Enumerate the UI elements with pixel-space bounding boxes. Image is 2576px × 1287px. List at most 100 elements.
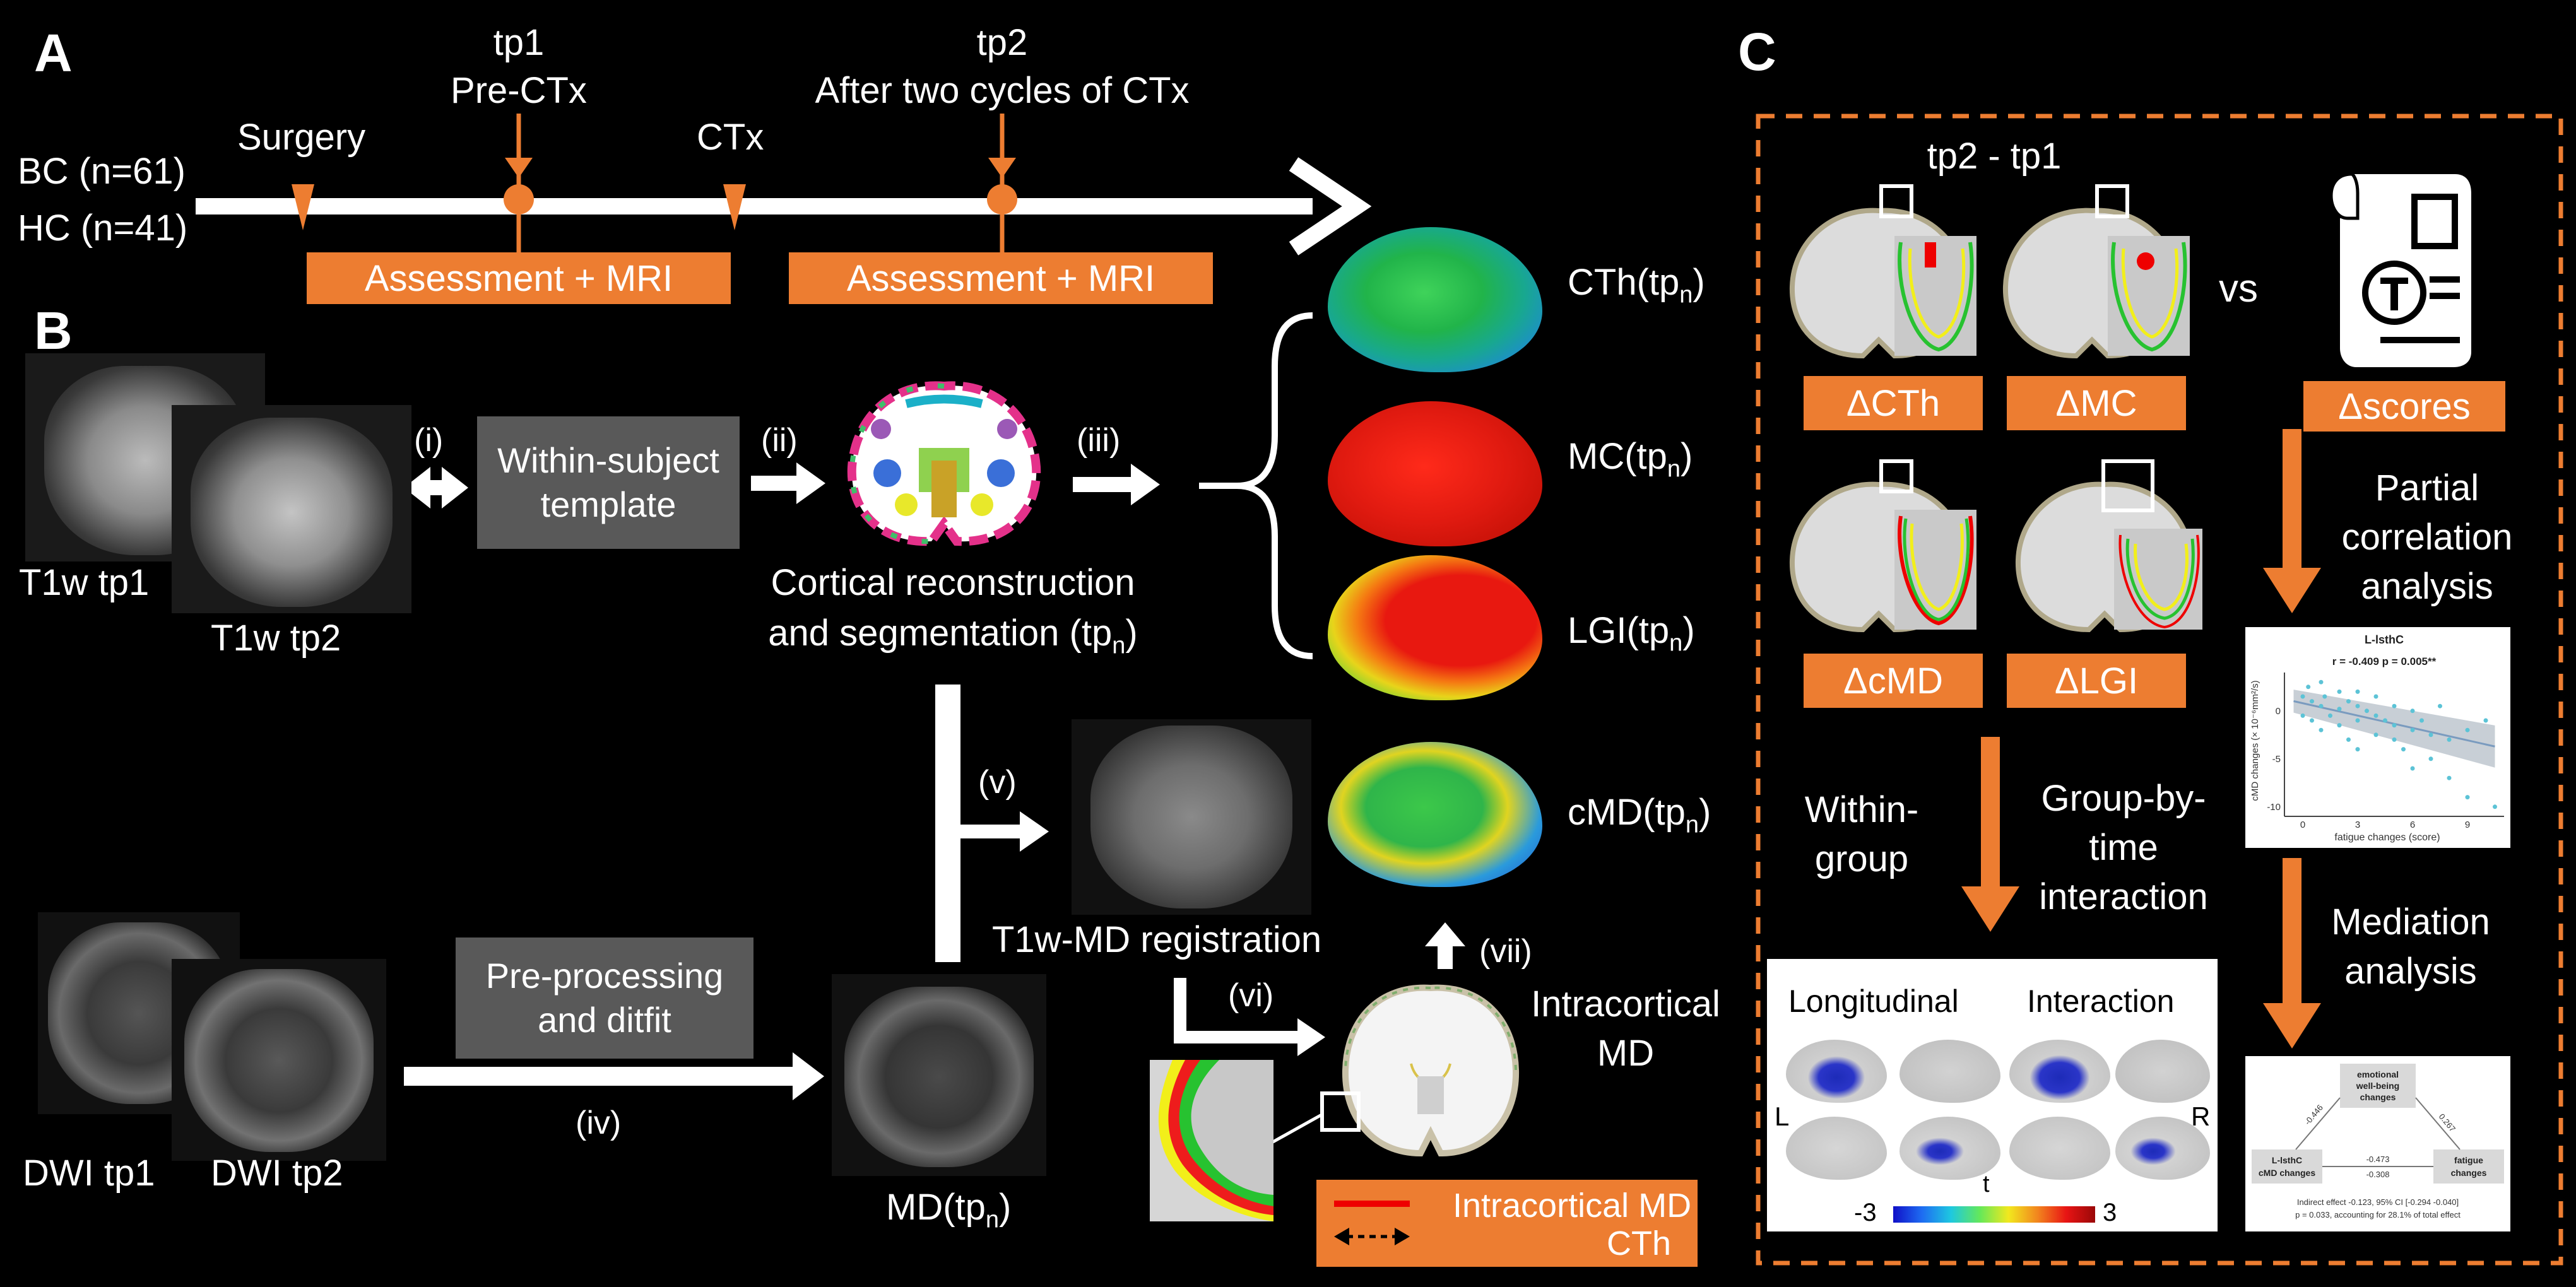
step-vi-label: (vi) — [1228, 977, 1274, 1014]
step-vii-head — [1425, 922, 1465, 946]
measure-mc-label: MC(tpn) — [1568, 435, 1693, 483]
panel-label-c: C — [1738, 22, 1776, 81]
partial-line1: Partial — [2375, 467, 2479, 508]
diff-title: tp2 - tp1 — [1927, 136, 2062, 177]
scatter-point — [2392, 723, 2397, 728]
brain-cmd-render — [1328, 742, 1542, 887]
map-int-medial-left — [2009, 1117, 2110, 1180]
a-path-value: -0.446 — [2303, 1103, 2325, 1127]
mediation-note1: Indirect effect -0.123, 95% CI [-0.294 -… — [2297, 1197, 2459, 1207]
scatter-point — [2355, 747, 2360, 752]
assessment-box-1: Assessment + MRI — [307, 252, 731, 304]
scatter-point — [2300, 694, 2305, 699]
y-node — [2433, 1149, 2504, 1184]
dwi-tp1-label: DWI tp1 — [23, 1153, 155, 1194]
delta-scores-box: Δscores — [2303, 381, 2505, 432]
tp1-subtitle: Pre-CTx — [451, 70, 587, 111]
measure-cth-sub: n — [1679, 281, 1693, 309]
map-long-lateral-left — [1786, 1040, 1887, 1103]
delta-cmd-box: ΔcMD — [1804, 654, 1983, 708]
tp1-arrowhead — [505, 158, 533, 178]
a-path-arrow — [2295, 1097, 2341, 1150]
measure-cth-end: ) — [1693, 262, 1705, 303]
scatter-xtick: 6 — [2410, 820, 2415, 830]
scatter-point — [2410, 766, 2415, 771]
colorbar-title: t — [1983, 1171, 1990, 1197]
within-subject-template-box: Within-subject template — [477, 416, 740, 549]
delta-mc-box: ΔMC — [2007, 376, 2186, 430]
step-i-left-head — [404, 467, 430, 508]
thumb-cmd — [1781, 472, 1976, 636]
gbt-line1: Group-by- — [2041, 778, 2206, 819]
zoom-line — [1267, 1112, 1324, 1146]
scatter-point — [2428, 756, 2433, 761]
mediator-line3: changes — [2360, 1092, 2396, 1102]
scatter-ytick: 0 — [2276, 706, 2281, 717]
scatter-point — [2355, 718, 2360, 723]
hemisphere-left-label: L — [1775, 1102, 1790, 1131]
scatter-point — [2373, 694, 2378, 699]
segmentation-image — [843, 379, 1045, 549]
map-long-medial-left — [1786, 1117, 1887, 1180]
mediation-note2: p = 0.033, accounting for 28.1% of total… — [2295, 1210, 2461, 1219]
measure-mc-end: ) — [1681, 436, 1693, 477]
md-image — [844, 987, 1034, 1167]
legend-cth-label: CTh — [1607, 1225, 1672, 1262]
mediation-line1: Mediation — [2331, 902, 2490, 943]
scatter-point — [2322, 694, 2327, 699]
measure-mc-sub: n — [1667, 455, 1681, 483]
measure-cmd-end: ) — [1699, 792, 1711, 833]
x-node-line1: L-lsthC — [2272, 1155, 2302, 1165]
mediation-card: emotional well-being changes L-lsthC cMD… — [2245, 1056, 2510, 1231]
scatter-xtick: 0 — [2300, 820, 2305, 830]
registration-label: T1w-MD registration — [992, 919, 1322, 960]
thumb-mc-roi — [2095, 184, 2129, 218]
t1w-tp2-image — [191, 418, 393, 607]
inset-selection-box — [1320, 1091, 1361, 1132]
measure-cth-label: CTh(tpn) — [1568, 261, 1705, 309]
scatter-point — [2310, 718, 2314, 723]
measure-lgi-sub: n — [1669, 630, 1683, 657]
map-long-medial-right — [1900, 1117, 2000, 1180]
recon-line1: Cortical reconstruction — [771, 562, 1135, 603]
map-int-lateral-left — [2009, 1040, 2110, 1103]
scatter-point — [2346, 737, 2351, 742]
delta-lgi-box: ΔLGI — [2007, 654, 2186, 708]
legend-box: Intracortical MD CTh — [1316, 1180, 1698, 1267]
registration-image — [1090, 726, 1292, 908]
scatter-point — [2410, 727, 2415, 732]
scatter-point — [2355, 703, 2360, 708]
intracortical-slice — [1342, 982, 1520, 1160]
partial-line2: correlation — [2341, 517, 2513, 558]
measure-lgi-end: ) — [1682, 610, 1695, 651]
map-int-lateral-right — [2115, 1040, 2210, 1103]
brain-lgi-render — [1328, 555, 1542, 700]
tp2-arrowhead — [988, 158, 1016, 178]
panel-c-frame — [1756, 114, 2563, 1266]
brain-mc-render — [1328, 401, 1542, 546]
measure-cmd-sub: n — [1685, 811, 1699, 838]
step-ii-label: (ii) — [761, 422, 798, 459]
timeline-arrowhead — [1289, 157, 1372, 256]
partial-line3: analysis — [2361, 566, 2493, 607]
panel-label-a: A — [34, 23, 73, 83]
ctx-marker — [723, 184, 746, 230]
mediator-line2: well-being — [2356, 1081, 2399, 1091]
y-node-line2: changes — [2451, 1168, 2487, 1178]
scatter-point — [2493, 804, 2497, 809]
measure-lgi-base: LGI(tp — [1568, 610, 1670, 651]
tp2-subtitle: After two cycles of CTx — [815, 70, 1190, 111]
thumb-cmd-roi — [1879, 459, 1913, 493]
scatter-xlabel: fatigue changes (score) — [2334, 832, 2440, 843]
scatter-point — [2319, 727, 2324, 732]
scatter-point — [2319, 703, 2324, 708]
surgery-marker — [292, 184, 314, 230]
dwi-tp2-label: DWI tp2 — [211, 1153, 343, 1194]
tp2-title: tp2 — [976, 22, 1028, 63]
measure-cth-base: CTh(tp — [1568, 262, 1680, 303]
step-i-label: (i) — [414, 422, 444, 459]
thumb-mc — [1994, 198, 2190, 362]
recon-sub: n — [1112, 632, 1126, 659]
scatter-confidence-band — [2293, 690, 2495, 768]
